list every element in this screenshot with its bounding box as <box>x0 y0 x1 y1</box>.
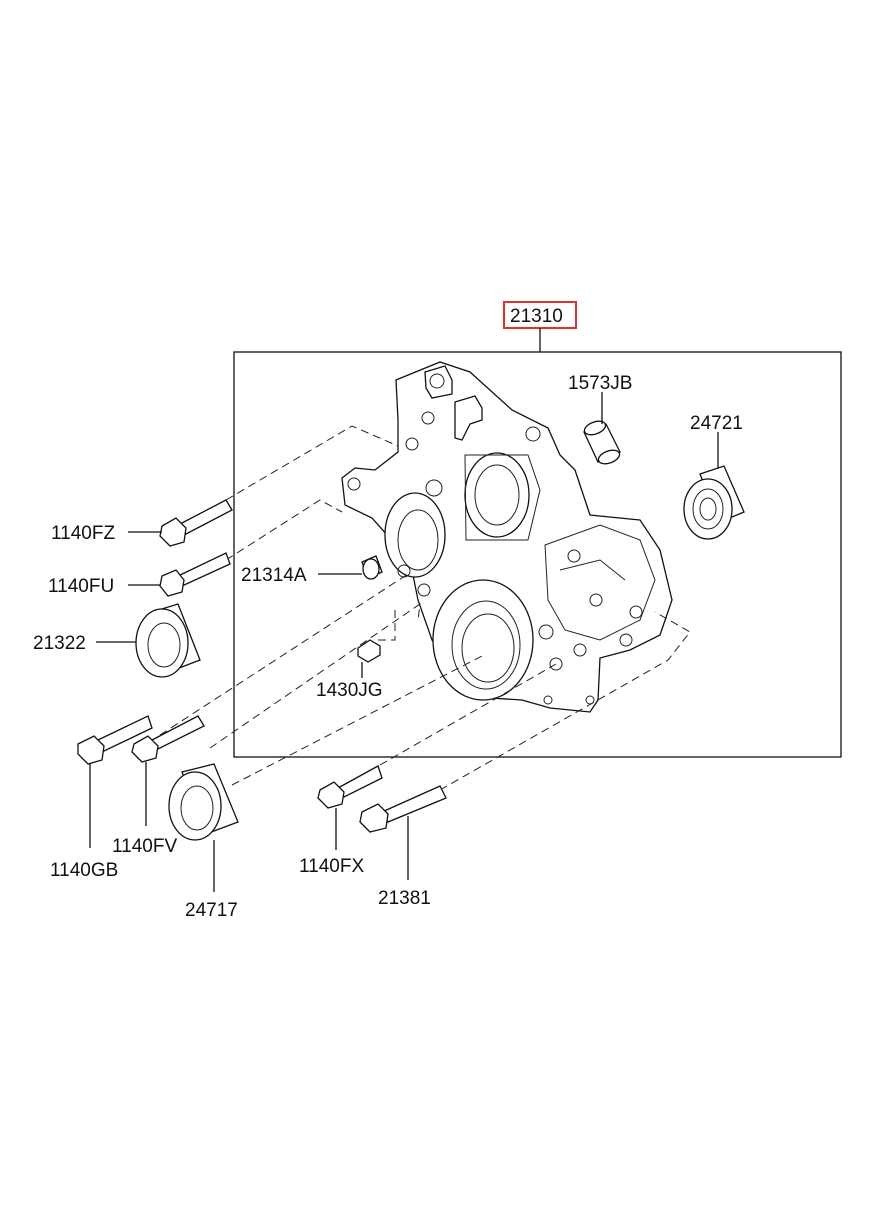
part-label-1430JG[interactable]: 1430JG <box>316 680 383 701</box>
callout-21310[interactable]: 21310 <box>503 301 577 352</box>
part-1140FU[interactable]: 1140FU <box>48 552 231 597</box>
assembly-guide-lines <box>159 425 691 791</box>
part-label-1140GB[interactable]: 1140GB <box>50 860 118 881</box>
part-label-21314A[interactable]: 21314A <box>241 565 307 586</box>
part-21314A[interactable]: 21314A <box>241 555 383 586</box>
part-24721[interactable]: 24721 <box>683 413 745 540</box>
part-1140FV[interactable]: 1140FV <box>112 715 205 857</box>
part-21381[interactable]: 21381 <box>359 785 447 909</box>
part-1140GB[interactable]: 1140GB <box>50 715 153 881</box>
part-label-21310[interactable]: 21310 <box>510 306 563 327</box>
part-label-21322[interactable]: 21322 <box>33 633 86 654</box>
part-label-1140FZ[interactable]: 1140FZ <box>51 523 115 544</box>
part-1140FX[interactable]: 1140FX <box>299 765 383 877</box>
part-1140FZ[interactable]: 1140FZ <box>51 499 233 547</box>
part-label-1140FU[interactable]: 1140FU <box>48 576 114 597</box>
timing-cover-housing <box>341 361 673 713</box>
part-1573JB[interactable]: 1573JB <box>568 373 632 466</box>
part-1430JG[interactable]: 1430JG <box>316 639 383 701</box>
assembly-frame <box>233 351 842 758</box>
part-label-1140FV[interactable]: 1140FV <box>112 836 177 857</box>
part-label-24717[interactable]: 24717 <box>185 900 238 921</box>
part-label-21381[interactable]: 21381 <box>378 888 431 909</box>
part-label-1573JB[interactable]: 1573JB <box>568 373 632 394</box>
part-label-24721[interactable]: 24721 <box>690 413 743 434</box>
part-24717[interactable]: 24717 <box>168 763 239 921</box>
part-label-1140FX[interactable]: 1140FX <box>299 856 364 877</box>
part-21322[interactable]: 21322 <box>33 603 201 678</box>
